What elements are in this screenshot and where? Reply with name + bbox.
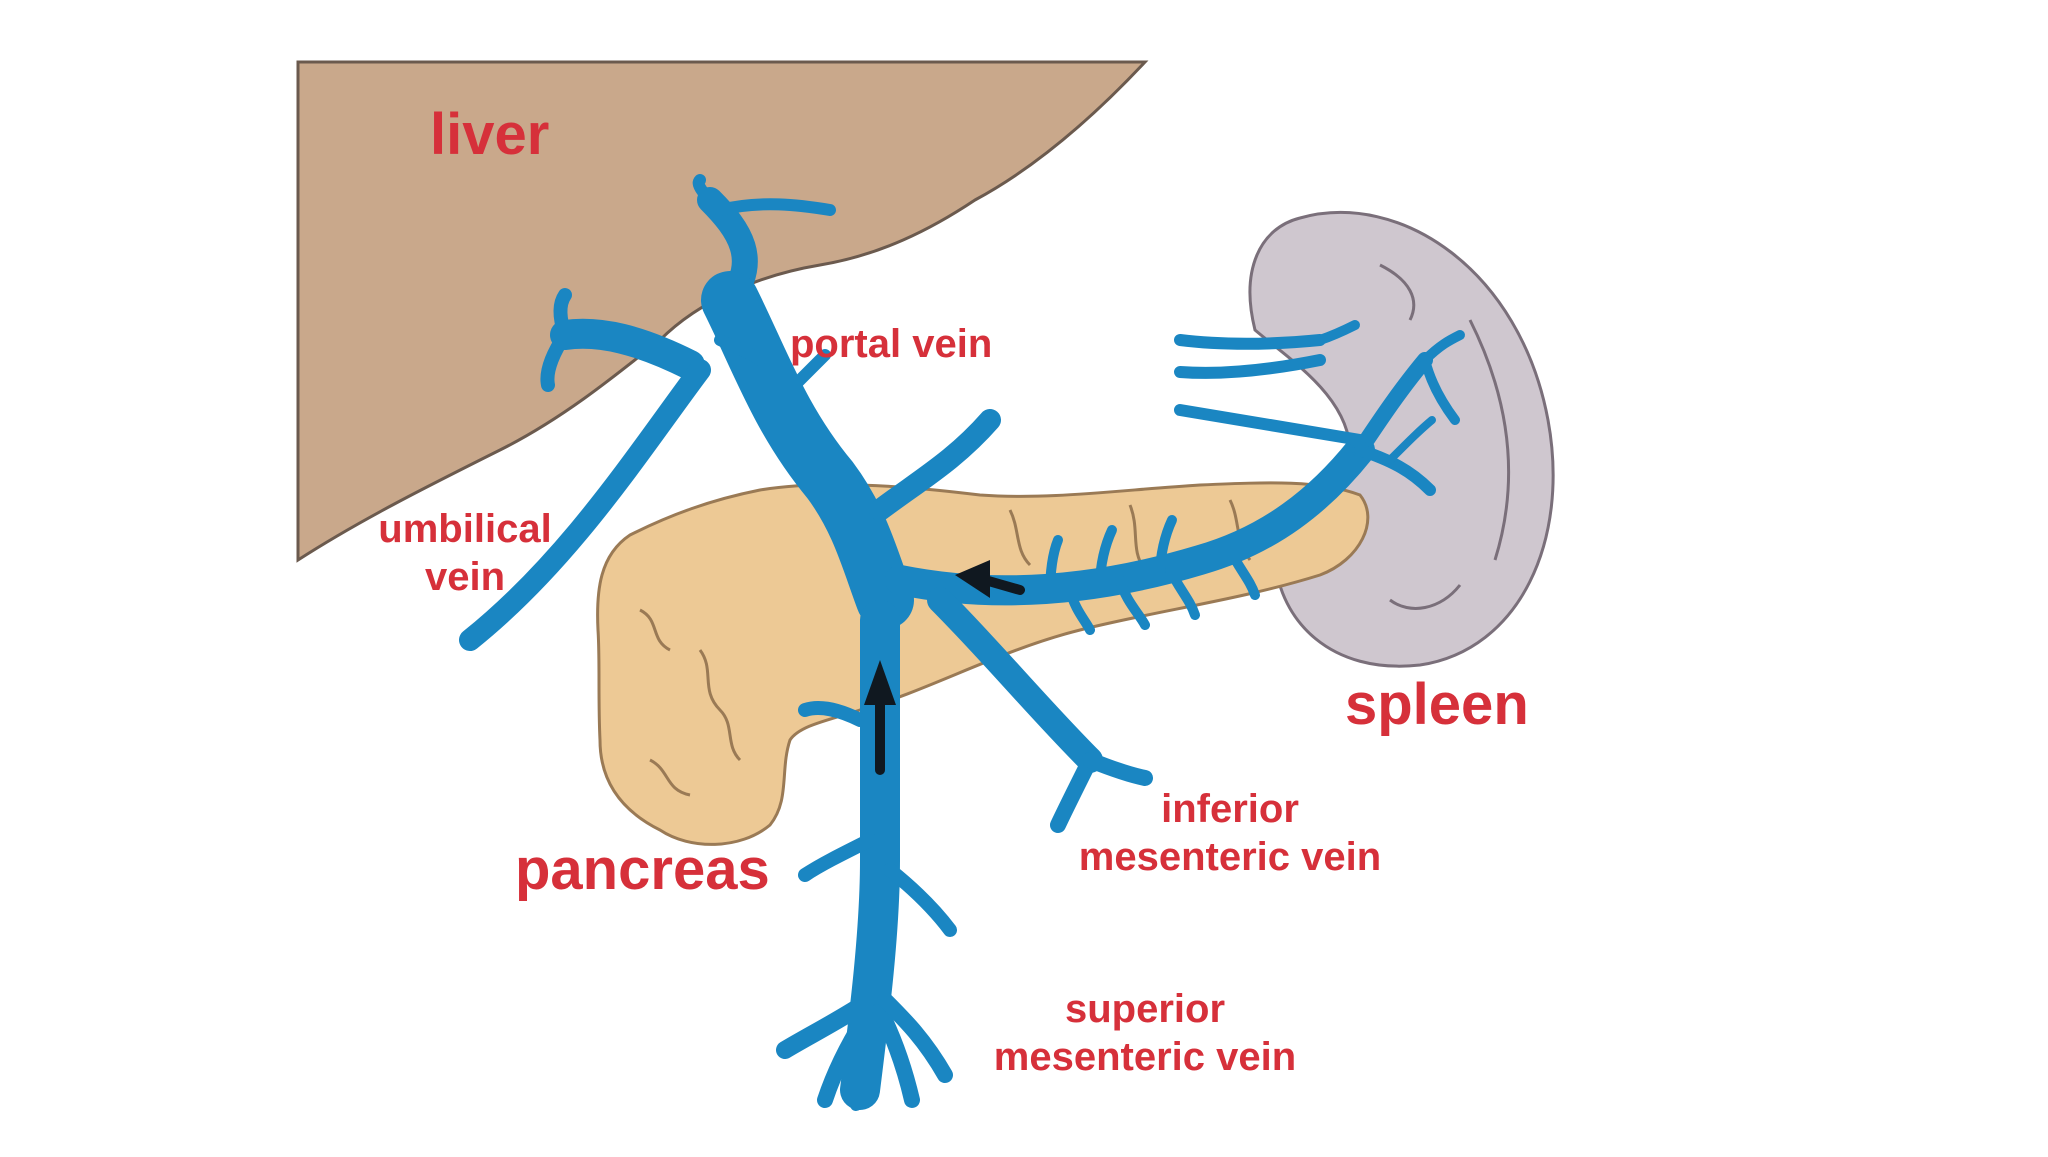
liver-label: liver xyxy=(430,102,550,167)
superior-mesenteric-vein-branch xyxy=(872,1002,920,1108)
inferior-mesenteric-vein-vessel xyxy=(927,587,1103,773)
portal-vein-hepatic-branch xyxy=(550,318,705,380)
superior-mesenteric-vein-branch xyxy=(798,701,867,727)
splenic-vein-tributary xyxy=(1225,545,1260,600)
short-gastric-vein xyxy=(1174,404,1366,446)
splenic-vein-tributary xyxy=(1095,525,1117,590)
splenic-hilum-branch xyxy=(1352,352,1433,458)
superior-mesenteric-vein-branch xyxy=(877,992,953,1083)
umbilical-vein-label-line2: vein xyxy=(424,555,506,599)
splenic-hilum-branch xyxy=(1354,444,1436,496)
portal-vein-side-branch xyxy=(714,334,766,366)
short-gastric-vein xyxy=(1174,354,1326,379)
spleen-label: spleen xyxy=(1345,672,1529,737)
flow-arrowhead-splenic xyxy=(955,560,990,598)
inferior-mesenteric-vein-fork xyxy=(1082,752,1153,786)
flow-arrow-splenic xyxy=(980,575,1025,595)
inferior-label-line2: mesenteric vein xyxy=(1078,835,1382,879)
umbilical-vein-label-line1: umbilical xyxy=(378,507,552,551)
splenic-vein-tributary xyxy=(1065,585,1095,635)
spleen-groove xyxy=(1389,584,1462,610)
superior-label-line2: mesenteric vein xyxy=(993,1035,1297,1079)
short-gastric-vein xyxy=(1174,334,1326,350)
inferior-mesenteric-vein-label: inferior mesenteric vein xyxy=(1030,785,1430,881)
superior-mesenteric-vein-branch xyxy=(776,991,879,1059)
spleen-shape xyxy=(1248,211,1555,668)
portal-vein-side-branch xyxy=(774,349,831,406)
umbilical-vein-label: umbilical vein xyxy=(350,505,580,601)
splenic-vein-tributary xyxy=(1045,535,1063,600)
spleen-groove xyxy=(1468,319,1511,561)
splenic-hilum-branch xyxy=(1420,330,1465,365)
pancreas-lobule-line xyxy=(649,758,691,797)
superior-mesenteric-vein-branch xyxy=(798,833,877,882)
flow-arrowhead-superior xyxy=(864,660,896,705)
gastric-vein-branch xyxy=(869,409,1001,521)
superior-mesenteric-vein-label: superior mesenteric vein xyxy=(945,985,1345,1081)
pancreas-lobule-line xyxy=(1008,509,1032,567)
portal-vein-hepatic-branch xyxy=(553,288,572,342)
umbilical-vein-vessel xyxy=(459,359,711,651)
spleen-groove xyxy=(1379,263,1416,321)
splenic-vein-tributary xyxy=(1115,575,1150,630)
splenic-vein-tributary xyxy=(1165,565,1200,620)
inferior-label-line1: inferior xyxy=(1161,787,1299,831)
pancreas-lobule-line xyxy=(639,608,671,652)
flow-arrows xyxy=(864,560,1025,775)
superior-label-line1: superior xyxy=(1064,987,1226,1031)
short-gastric-vein xyxy=(1315,320,1360,345)
portal-vein-hepatic-branch xyxy=(692,174,726,216)
portal-vein-label: portal vein xyxy=(790,322,993,366)
pancreas-label: pancreas xyxy=(515,837,770,902)
splenic-hilum-branch xyxy=(1386,416,1436,464)
pancreas-lobule-line xyxy=(698,649,742,762)
inferior-mesenteric-vein-fork xyxy=(1050,752,1098,833)
splenic-hilum-branch xyxy=(1420,355,1460,425)
superior-mesenteric-vein-branch xyxy=(817,1002,878,1108)
superior-mesenteric-vein-branch xyxy=(883,863,957,937)
splenic-vein-tributary xyxy=(1155,515,1177,580)
portal-vein-hepatic-branch xyxy=(714,198,836,216)
superior-mesenteric-vein-branch xyxy=(850,1014,876,1111)
